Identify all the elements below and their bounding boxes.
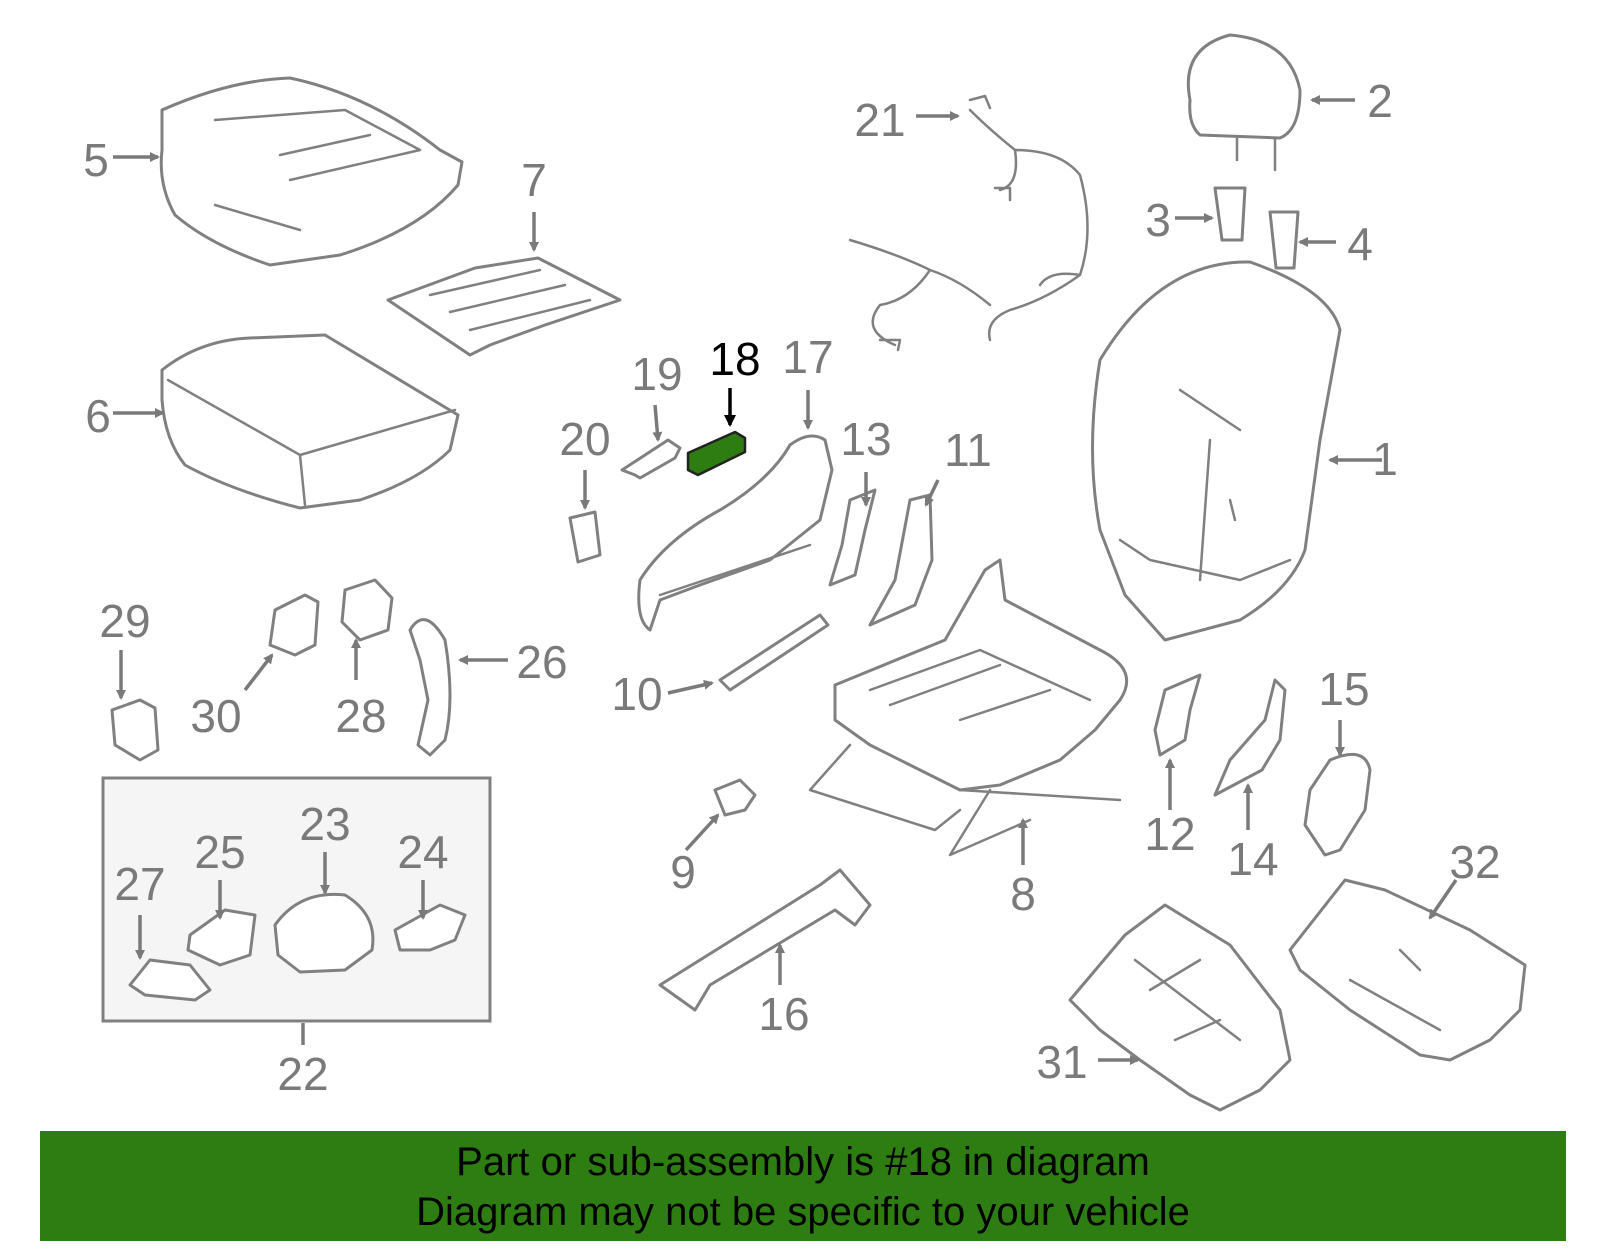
callout-15: 15 xyxy=(1318,663,1369,715)
part-12 xyxy=(1153,673,1202,757)
callout-4: 4 xyxy=(1347,218,1373,270)
part-20 xyxy=(568,510,602,564)
part-2-headrest xyxy=(1186,33,1302,172)
callout-31: 31 xyxy=(1036,1036,1087,1088)
callout-labels: 1 2 3 4 5 6 7 8 9 10 11 12 13 14 15 16 1… xyxy=(83,75,1500,1100)
banner-line-1: Part or sub-assembly is #18 in diagram xyxy=(456,1140,1150,1184)
callout-1: 1 xyxy=(1372,433,1398,485)
part-26 xyxy=(408,618,452,757)
part-18-highlighted xyxy=(686,430,747,477)
part-16 xyxy=(658,868,872,1012)
callout-7: 7 xyxy=(521,154,547,206)
part-5-cushion-cover xyxy=(159,76,464,267)
banner-line-2: Diagram may not be specific to your vehi… xyxy=(416,1190,1190,1234)
callout-6: 6 xyxy=(85,390,111,442)
part-32 xyxy=(1288,878,1527,1062)
part-6-seat-cushion xyxy=(160,333,460,510)
callout-19: 19 xyxy=(631,348,682,400)
callout-28: 28 xyxy=(335,690,386,742)
callout-12: 12 xyxy=(1144,808,1195,860)
part-29 xyxy=(110,698,160,762)
callout-14: 14 xyxy=(1227,833,1278,885)
part-11 xyxy=(868,493,934,627)
callout-22: 22 xyxy=(277,1048,328,1100)
part-3-headrest-guide xyxy=(1213,186,1247,242)
callout-24: 24 xyxy=(397,826,448,878)
callout-2: 2 xyxy=(1367,75,1393,127)
callout-8: 8 xyxy=(1010,868,1036,920)
part-14 xyxy=(1213,678,1287,797)
callout-27: 27 xyxy=(114,858,165,910)
callout-3: 3 xyxy=(1145,194,1171,246)
part-15 xyxy=(1303,752,1372,857)
callout-25: 25 xyxy=(194,826,245,878)
part-8-seat-frame xyxy=(808,558,1129,857)
part-31 xyxy=(1068,903,1292,1112)
part-1-seat-back xyxy=(1091,260,1342,642)
callout-32: 32 xyxy=(1449,836,1500,888)
part-10 xyxy=(718,613,830,692)
callout-13: 13 xyxy=(840,413,891,465)
callout-10: 10 xyxy=(611,668,662,720)
callout-16: 16 xyxy=(758,988,809,1040)
callout-5: 5 xyxy=(83,134,109,186)
part-4-headrest-guide xyxy=(1268,210,1300,270)
part-19 xyxy=(620,438,682,480)
part-28 xyxy=(340,578,394,642)
callout-23: 23 xyxy=(299,798,350,850)
callout-arrows xyxy=(113,95,1458,1065)
callout-21: 21 xyxy=(854,94,905,146)
part-13 xyxy=(828,488,877,587)
assembly-22-box xyxy=(101,776,492,1023)
callout-17: 17 xyxy=(782,331,833,383)
callout-20: 20 xyxy=(559,413,610,465)
part-21-wire-harness xyxy=(848,94,1089,352)
part-30 xyxy=(268,593,320,657)
callout-18: 18 xyxy=(709,333,760,385)
callout-11: 11 xyxy=(944,424,992,476)
part-17-side-shield xyxy=(637,434,834,632)
callout-9: 9 xyxy=(670,846,696,898)
callout-26: 26 xyxy=(516,636,567,688)
callout-30: 30 xyxy=(190,690,241,742)
part-9 xyxy=(713,778,757,817)
callout-29: 29 xyxy=(99,595,150,647)
part-7-cushion-pad xyxy=(386,256,622,357)
info-banner: Part or sub-assembly is #18 in diagram D… xyxy=(40,1131,1566,1241)
